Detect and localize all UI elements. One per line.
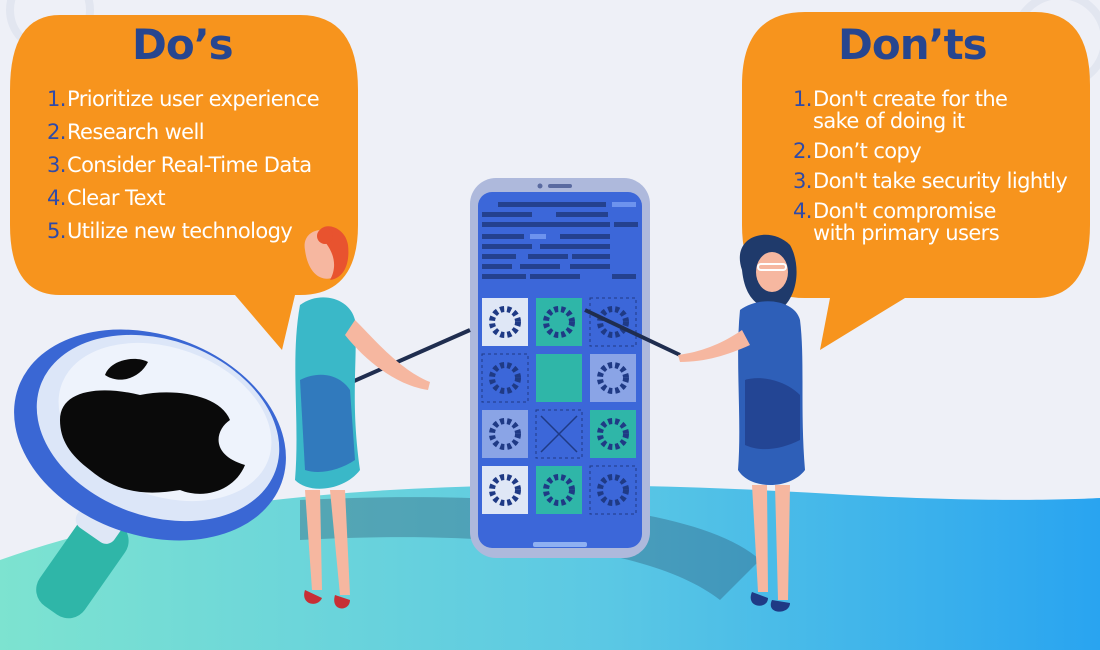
list-item: 2.Research well bbox=[47, 120, 319, 144]
item-text: Research well bbox=[67, 120, 205, 144]
apple-logo-icon bbox=[60, 358, 245, 494]
woman-left bbox=[295, 226, 471, 609]
donts-bubble bbox=[742, 12, 1090, 350]
list-item: 3.Don't take security lightly bbox=[793, 169, 1068, 193]
list-item: 3.Consider Real-Time Data bbox=[47, 153, 319, 177]
list-item: 5.Utilize new technology bbox=[47, 219, 319, 243]
item-text: Don't create for the sake of doing it bbox=[813, 87, 1008, 133]
dos-title: Do’s bbox=[132, 20, 234, 69]
donts-title: Don’ts bbox=[838, 20, 988, 69]
item-number: 1. bbox=[47, 87, 66, 111]
item-number: 1. bbox=[793, 87, 812, 111]
list-item: 2.Don’t copy bbox=[793, 140, 1067, 162]
item-text: Clear Text bbox=[67, 186, 166, 210]
list-item: 1.Prioritize user experience bbox=[47, 87, 320, 111]
list-item: 1.Don't create for the sake of doing it bbox=[793, 88, 1067, 132]
item-text: Consider Real-Time Data bbox=[67, 153, 312, 177]
donts-list: 1.Don't create for the sake of doing it … bbox=[793, 88, 1068, 252]
item-number: 2. bbox=[793, 139, 812, 163]
woman-right bbox=[584, 234, 805, 612]
gear-icon bbox=[489, 306, 629, 506]
close-icon bbox=[540, 415, 578, 453]
phone bbox=[470, 178, 650, 558]
item-text: Don't compromise with primary users bbox=[813, 199, 1000, 245]
dos-bubble bbox=[10, 15, 358, 350]
item-number: 2. bbox=[47, 120, 66, 144]
list-item: 4.Clear Text bbox=[47, 186, 319, 210]
ground bbox=[0, 485, 1100, 650]
item-number: 5. bbox=[47, 219, 66, 243]
item-number: 3. bbox=[47, 153, 66, 177]
item-text: Prioritize user experience bbox=[67, 87, 320, 111]
dos-list: 1.Prioritize user experience 2.Research … bbox=[47, 87, 320, 252]
item-number: 4. bbox=[793, 199, 812, 223]
item-number: 3. bbox=[793, 169, 812, 193]
item-number: 4. bbox=[47, 186, 66, 210]
item-text: Don’t copy bbox=[813, 139, 922, 163]
item-text: Don't take security lightly bbox=[813, 169, 1068, 193]
item-text: Utilize new technology bbox=[67, 219, 293, 243]
list-item: 4.Don't compromise with primary users bbox=[793, 200, 1067, 244]
